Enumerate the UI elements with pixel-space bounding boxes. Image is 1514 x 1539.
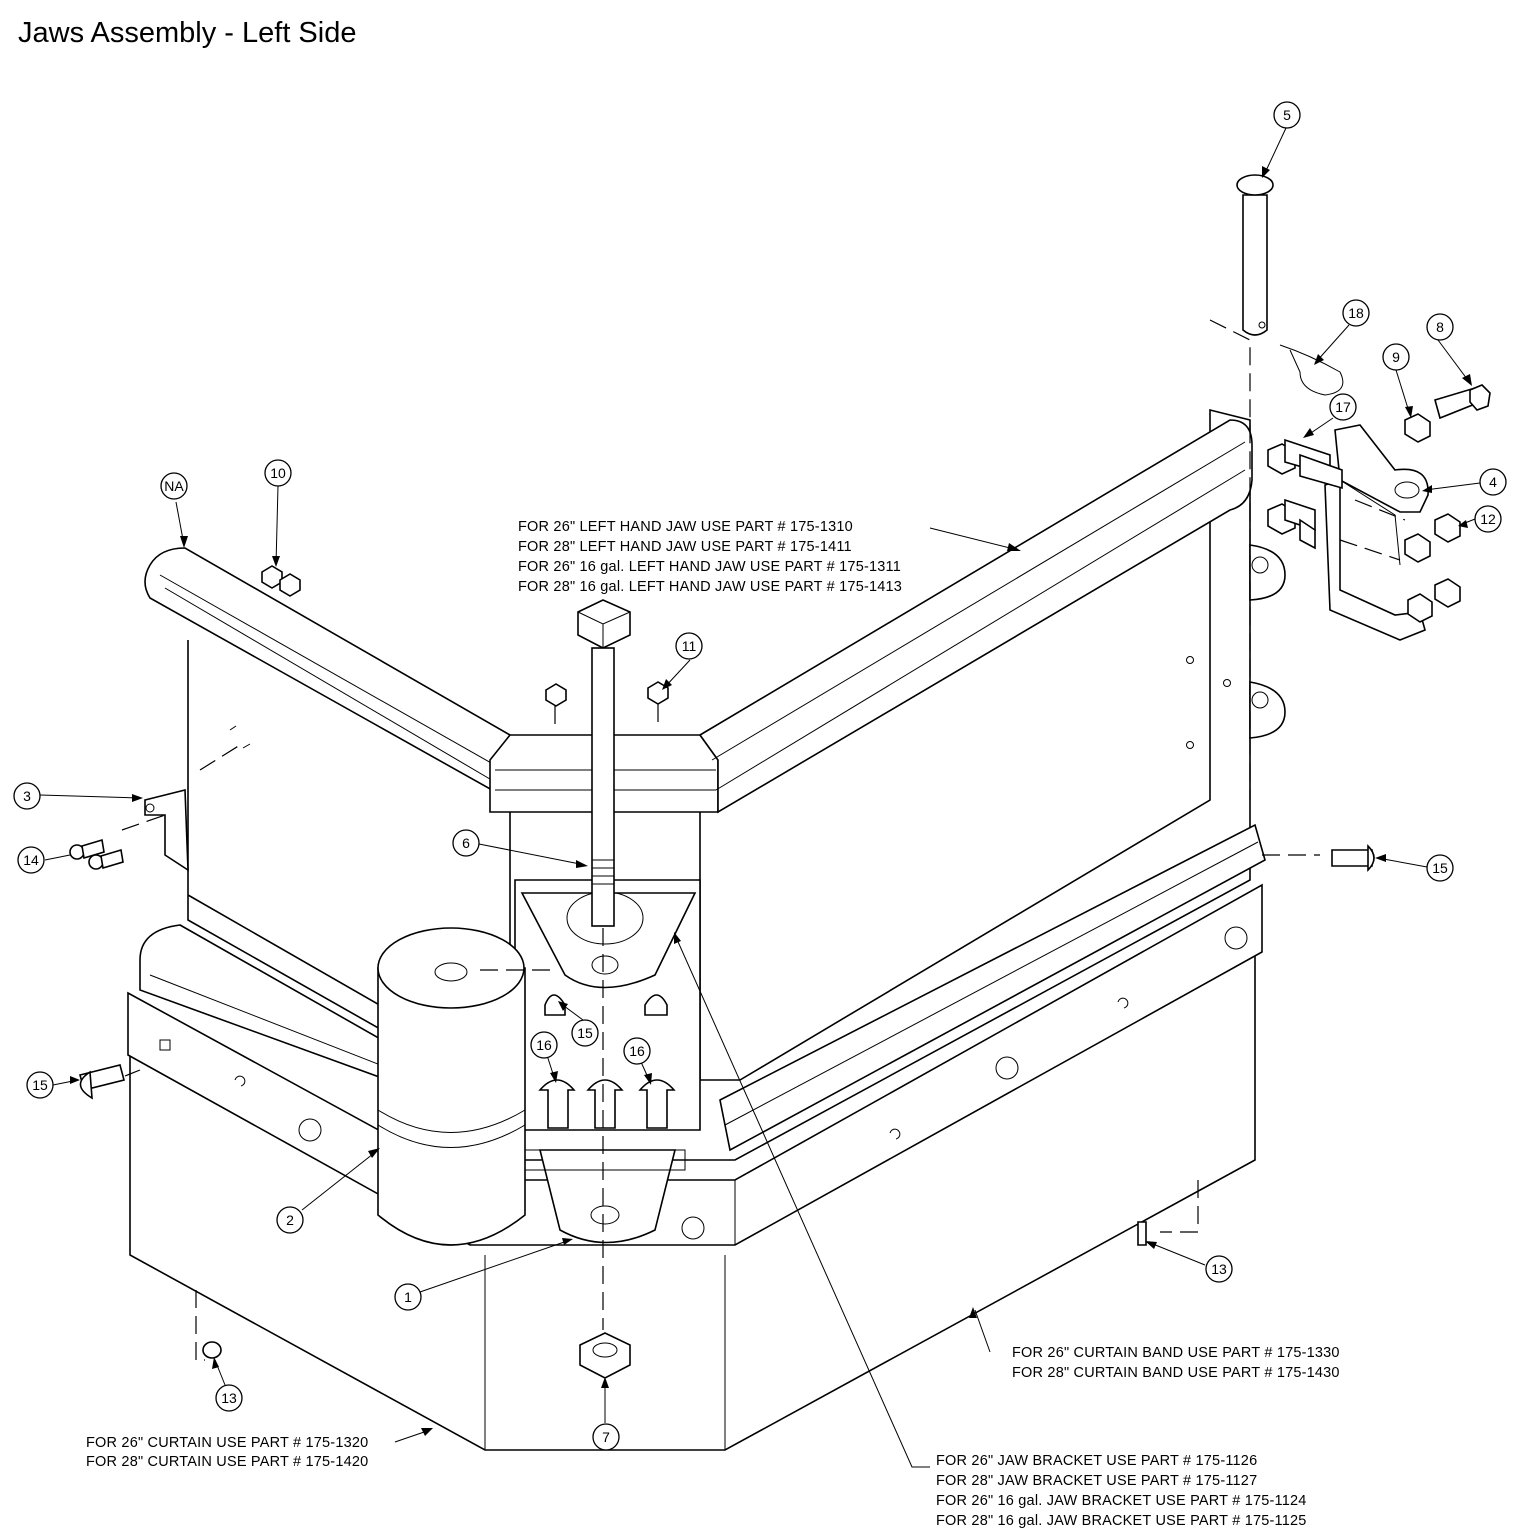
- svg-text:15: 15: [32, 1077, 48, 1093]
- svg-text:15: 15: [577, 1025, 593, 1041]
- callout-11: 11: [675, 632, 703, 660]
- svg-text:2: 2: [286, 1212, 294, 1228]
- callout-7: 7: [592, 1423, 620, 1451]
- diagram-title: Jaws Assembly - Left Side: [18, 17, 356, 49]
- svg-text:9: 9: [1392, 349, 1400, 365]
- svg-text:FOR 26" CURTAIN USE PART # 175: FOR 26" CURTAIN USE PART # 175-1320: [86, 1435, 368, 1451]
- callout-13-left: 13: [215, 1384, 243, 1412]
- svg-text:5: 5: [1283, 107, 1291, 123]
- svg-text:13: 13: [1211, 1261, 1227, 1277]
- svg-text:FOR 28" 16 gal. JAW BRACKET US: FOR 28" 16 gal. JAW BRACKET USE PART # 1…: [936, 1513, 1307, 1529]
- callout-6: 6: [452, 829, 480, 857]
- callout-16-left: 16: [530, 1031, 558, 1059]
- jaw-part-note: FOR 26" LEFT HAND JAW USE PART # 175-131…: [518, 519, 902, 595]
- svg-text:FOR 28" CURTAIN BAND USE PART: FOR 28" CURTAIN BAND USE PART # 175-1430: [1012, 1365, 1340, 1381]
- svg-text:16: 16: [536, 1037, 552, 1053]
- callout-13-right: 13: [1205, 1255, 1233, 1283]
- callout-5: 5: [1273, 101, 1301, 129]
- callout-15-left: 15: [26, 1071, 54, 1099]
- callout-8: 8: [1426, 313, 1454, 341]
- svg-text:FOR 26" 16 gal. LEFT HAND JAW: FOR 26" 16 gal. LEFT HAND JAW USE PART #…: [518, 559, 901, 575]
- jaw-bracket: [514, 879, 701, 1244]
- hex-nuts: [1267, 413, 1461, 623]
- short-bolts: [1284, 384, 1491, 550]
- svg-text:7: 7: [602, 1429, 610, 1445]
- bottom-nut: [579, 1332, 631, 1379]
- svg-text:14: 14: [23, 852, 39, 868]
- svg-text:FOR 26" 16 gal. JAW BRACKET US: FOR 26" 16 gal. JAW BRACKET USE PART # 1…: [936, 1493, 1307, 1509]
- jaw-bracket-part-note: FOR 26" JAW BRACKET USE PART # 175-1126 …: [936, 1453, 1307, 1529]
- side-bracket: [144, 788, 189, 872]
- callout-14: 14: [17, 846, 45, 874]
- curtain-band-part-note: FOR 26" CURTAIN BAND USE PART # 175-1330…: [1012, 1345, 1340, 1381]
- svg-text:18: 18: [1348, 305, 1364, 321]
- svg-text:8: 8: [1436, 319, 1444, 335]
- svg-text:FOR 28" LEFT HAND JAW USE PART: FOR 28" LEFT HAND JAW USE PART # 175-141…: [518, 539, 852, 555]
- svg-text:3: 3: [23, 788, 31, 804]
- callout-18: 18: [1342, 299, 1370, 327]
- svg-text:17: 17: [1335, 399, 1351, 415]
- center-lines: [121, 319, 1406, 1361]
- callout-1: 1: [394, 1283, 422, 1311]
- callout-2: 2: [276, 1206, 304, 1234]
- callout-16-right: 16: [623, 1037, 651, 1065]
- clevis-pin: [1236, 174, 1274, 336]
- svg-text:11: 11: [682, 638, 697, 654]
- callout-na: NA: [160, 472, 188, 500]
- svg-text:12: 12: [1480, 511, 1496, 527]
- svg-text:15: 15: [1432, 860, 1448, 876]
- leader-arrowheads: [70, 166, 1472, 1436]
- svg-text:6: 6: [462, 835, 470, 851]
- svg-text:13: 13: [221, 1390, 237, 1406]
- rivets: [79, 844, 1375, 1359]
- svg-text:FOR 28" CURTAIN USE PART # 175: FOR 28" CURTAIN USE PART # 175-1420: [86, 1454, 368, 1470]
- callout-4: 4: [1479, 468, 1507, 496]
- callout-12: 12: [1474, 505, 1502, 533]
- svg-text:FOR 28" JAW BRACKET USE PART #: FOR 28" JAW BRACKET USE PART # 175-1127: [936, 1473, 1257, 1489]
- long-bolt: [577, 599, 631, 927]
- callout-17: 17: [1329, 393, 1357, 421]
- screws: [69, 725, 251, 870]
- svg-text:FOR 26" CURTAIN BAND USE PART: FOR 26" CURTAIN BAND USE PART # 175-1330: [1012, 1345, 1340, 1361]
- svg-text:4: 4: [1489, 474, 1497, 490]
- curtain-part-note: FOR 26" CURTAIN USE PART # 175-1320 FOR …: [86, 1435, 368, 1470]
- svg-text:16: 16: [629, 1043, 645, 1059]
- callout-15-center: 15: [571, 1019, 599, 1047]
- svg-text:FOR 26" LEFT HAND JAW USE PART: FOR 26" LEFT HAND JAW USE PART # 175-131…: [518, 519, 853, 535]
- hairpin-clip: [1279, 344, 1344, 396]
- callout-15-right: 15: [1426, 854, 1454, 882]
- cylinder: [377, 927, 526, 1246]
- top-nuts: [261, 565, 669, 707]
- svg-text:FOR 26" JAW BRACKET USE PART #: FOR 26" JAW BRACKET USE PART # 175-1126: [936, 1453, 1257, 1469]
- svg-text:10: 10: [270, 465, 286, 481]
- svg-text:NA: NA: [164, 478, 184, 494]
- callout-10: 10: [264, 459, 292, 487]
- callout-3: 3: [13, 782, 41, 810]
- carriage-bolts: [538, 994, 676, 1129]
- svg-text:FOR 28" 16 gal. LEFT HAND JAW: FOR 28" 16 gal. LEFT HAND JAW USE PART #…: [518, 579, 902, 595]
- svg-text:1: 1: [404, 1289, 412, 1305]
- callout-9: 9: [1382, 343, 1410, 371]
